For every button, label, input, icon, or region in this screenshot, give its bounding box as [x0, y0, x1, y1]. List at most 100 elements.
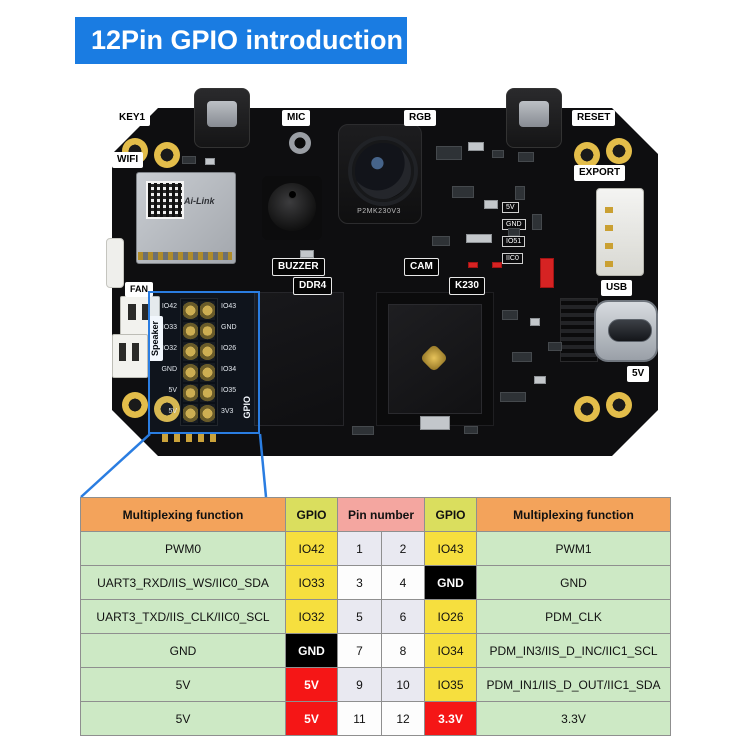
smd-component	[532, 214, 542, 230]
smd-component	[484, 200, 498, 209]
label-key1: KEY1	[114, 110, 151, 126]
page-title: 12Pin GPIO introduction	[75, 17, 407, 64]
wifi-module-pads	[138, 252, 232, 260]
header-pin	[183, 404, 198, 423]
table-cell-gpio: 5V	[286, 668, 338, 702]
smd-component	[436, 146, 462, 160]
label-reset: RESET	[572, 110, 616, 126]
header-pin	[200, 383, 215, 403]
table-cell-pin: 11	[338, 702, 382, 736]
table-cell-pin: 1	[338, 532, 382, 566]
table-cell-pin: 8	[382, 634, 425, 668]
red-component	[468, 262, 478, 268]
header-pin	[200, 404, 215, 423]
edge-connector	[106, 238, 124, 288]
export-pin-label: 5V	[502, 202, 519, 213]
table-cell-pin: 9	[338, 668, 382, 702]
red-component	[540, 258, 554, 288]
mounting-hole	[154, 396, 180, 422]
mounting-hole	[606, 392, 632, 418]
table-cell-func: GND	[81, 634, 286, 668]
smd-component	[534, 376, 546, 384]
table-cell-gpio: IO34	[425, 634, 477, 668]
label-rgb: RGB	[404, 110, 437, 126]
gpio-silkscreen-label: GND	[161, 366, 177, 373]
table-cell-pin: 4	[382, 566, 425, 600]
camera-marking: P2MK230V3	[357, 208, 401, 215]
label-fan: FAN	[125, 282, 153, 297]
table-header-func-right: Multiplexing function	[477, 498, 671, 532]
gpio-silkscreen-label: IO33	[161, 324, 177, 331]
gpio-silkscreen-label: IO42	[161, 303, 177, 310]
table-header-gpio-left: GPIO	[286, 498, 338, 532]
wifi-qr-code	[146, 181, 184, 219]
table-cell-gpio: IO43	[425, 532, 477, 566]
export-pin-label: IO51	[502, 236, 526, 247]
table-cell-gpio: IO35	[425, 668, 477, 702]
smd-component	[432, 236, 450, 246]
table-header-gpio-right: GPIO	[425, 498, 477, 532]
header-pin	[200, 321, 215, 341]
camera-lens	[352, 140, 414, 202]
gpio-silkscreen-label: IO34	[221, 366, 237, 373]
header-pin	[183, 321, 198, 341]
ddr4-chip	[254, 292, 344, 426]
export-pin-label: IIC0	[502, 253, 523, 264]
label-mic: MIC	[282, 110, 311, 126]
smd-component	[502, 310, 518, 320]
label-ddr4: DDR4	[293, 277, 333, 295]
table-cell-func: PDM_CLK	[477, 600, 671, 634]
header-pin	[183, 362, 198, 382]
mounting-hole	[154, 142, 180, 168]
table-cell-pin: 2	[382, 532, 425, 566]
table-cell-func: PDM_IN1/IIS_D_OUT/IIC1_SDA	[477, 668, 671, 702]
button-cap	[519, 101, 549, 127]
header-pin	[200, 342, 215, 361]
table-header-func-left: Multiplexing function	[81, 498, 286, 532]
smd-component	[420, 416, 450, 430]
table-cell-func: GND	[477, 566, 671, 600]
buzzer-hole	[288, 190, 297, 199]
usb-c-slot	[608, 319, 652, 342]
export-connector-pins	[605, 197, 613, 267]
wifi-module-logo: Ai-Link	[184, 196, 215, 206]
label-export: EXPORT	[574, 165, 626, 181]
smd-component	[182, 156, 196, 164]
table-cell-pin: 7	[338, 634, 382, 668]
microphone	[289, 132, 311, 154]
fan-connector-slot	[142, 304, 150, 320]
smd-component	[500, 392, 526, 402]
smd-component	[515, 186, 525, 200]
header-pin	[183, 301, 198, 320]
speaker-connector-slot	[132, 343, 139, 361]
gpio-silkscreen-label: IO32	[161, 345, 177, 352]
gpio-silkscreen-label: IO26	[221, 345, 237, 352]
table-cell-pin: 10	[382, 668, 425, 702]
table-cell-pin: 5	[338, 600, 382, 634]
table-cell-pin: 12	[382, 702, 425, 736]
table-cell-gpio: 3.3V	[425, 702, 477, 736]
smd-component	[548, 342, 562, 351]
header-pin	[200, 301, 215, 320]
gpio-silkscreen-label: 5V	[168, 408, 177, 415]
speaker-connector	[112, 334, 148, 378]
gpio-highlight-box	[148, 291, 260, 434]
smd-component	[512, 352, 532, 362]
table-cell-gpio: IO32	[286, 600, 338, 634]
key1-button	[194, 88, 250, 148]
label-cam: CAM	[404, 258, 439, 276]
smd-component	[452, 186, 474, 198]
table-cell-gpio: IO26	[425, 600, 477, 634]
reset-button	[506, 88, 562, 148]
table-cell-func: 3.3V	[477, 702, 671, 736]
ribbed-component	[560, 298, 598, 362]
export-connector	[596, 188, 644, 276]
gpio-silkscreen-label: 5V	[168, 387, 177, 394]
smd-component	[352, 426, 374, 435]
mounting-hole	[122, 392, 148, 418]
table-cell-func: PWM0	[81, 532, 286, 566]
gpio-silkscreen-label: GND	[221, 324, 237, 331]
mounting-hole	[574, 142, 600, 168]
label-buzzer: BUZZER	[272, 258, 325, 276]
